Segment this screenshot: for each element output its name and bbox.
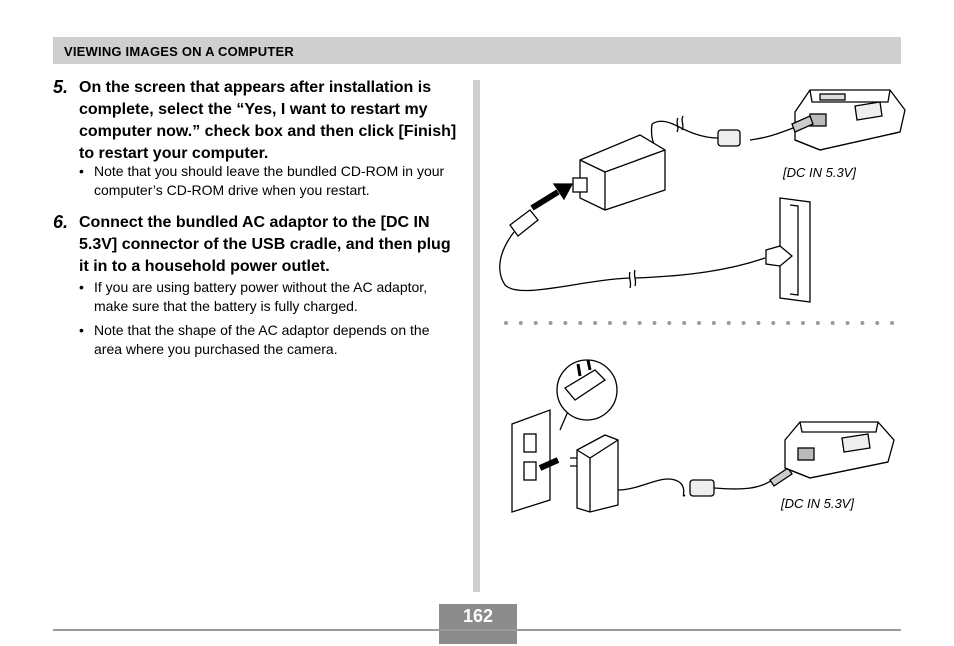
note-text: Note that the shape of the AC adaptor de… xyxy=(94,322,430,357)
bottom-connection-illustration xyxy=(511,359,895,513)
dc-in-label-top: [DC IN 5.3V] xyxy=(783,165,856,180)
page-number-tab: 162 xyxy=(439,604,517,644)
dc-plug-icon xyxy=(769,467,793,487)
dc-in-label-bottom: [DC IN 5.3V] xyxy=(781,496,854,511)
bullet-marker: • xyxy=(79,279,84,295)
section-title: VIEWING IMAGES ON A COMPUTER xyxy=(64,44,294,59)
note-item: • If you are using battery power without… xyxy=(79,278,459,315)
note-item: • Note that you should leave the bundled… xyxy=(79,162,459,199)
usb-cradle-icon xyxy=(784,421,895,479)
illustration-panel xyxy=(480,80,901,592)
bullet-marker: • xyxy=(79,163,84,179)
wall-outlet-icon xyxy=(765,197,811,303)
ac-adaptor-icon xyxy=(570,434,619,513)
note-item: • Note that the shape of the AC adaptor … xyxy=(79,321,459,358)
step-number: 6. xyxy=(53,212,69,232)
usb-cradle-icon xyxy=(794,89,906,151)
step-instruction: On the screen that appears after install… xyxy=(79,79,457,162)
footer-rule xyxy=(53,629,901,631)
top-connection-illustration xyxy=(499,89,906,303)
step-number: 5. xyxy=(53,77,69,97)
step-instruction: Connect the bundled AC adaptor to the [D… xyxy=(79,214,451,275)
insert-arrow-icon xyxy=(530,189,560,211)
insert-arrow-icon xyxy=(538,457,560,471)
note-text: Note that you should leave the bundled C… xyxy=(94,163,445,198)
step-5-notes: • Note that you should leave the bundled… xyxy=(79,162,459,205)
ac-adaptor-icon xyxy=(572,134,666,211)
dc-plug-icon xyxy=(791,115,814,133)
step-6-notes: • If you are using battery power without… xyxy=(79,278,459,364)
section-header: VIEWING IMAGES ON A COMPUTER xyxy=(53,37,901,64)
wall-outlet-icon xyxy=(511,409,551,513)
figure-separator xyxy=(503,321,895,325)
page-number: 162 xyxy=(462,606,494,626)
ferrite-core-icon xyxy=(689,479,715,497)
column-divider xyxy=(473,80,480,592)
bullet-marker: • xyxy=(79,322,84,338)
note-text: If you are using battery power without t… xyxy=(94,279,428,314)
ferrite-core-icon xyxy=(717,129,741,147)
